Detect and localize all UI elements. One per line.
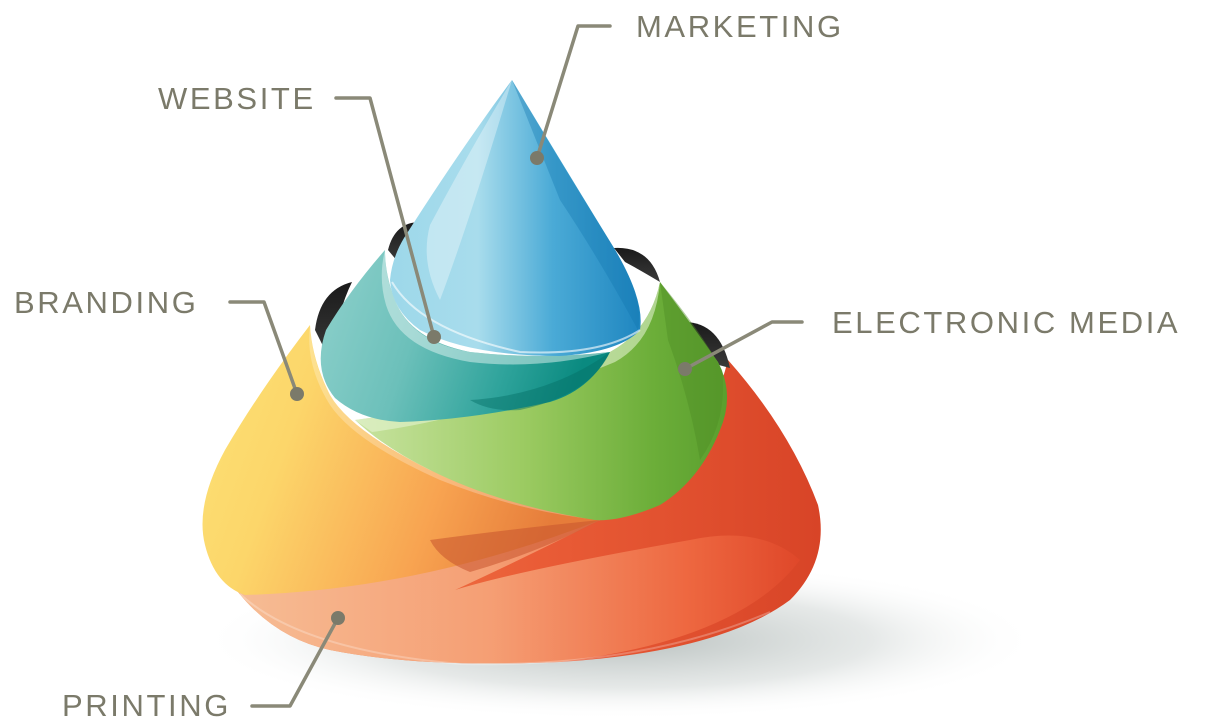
- label-marketing: MARKETING: [636, 9, 844, 44]
- leader-branding: [228, 300, 299, 396]
- dot-electronic-media: [678, 362, 692, 376]
- label-branding: BRANDING: [14, 285, 199, 320]
- segment-marketing: [390, 80, 641, 356]
- leader-electronic-media: [683, 320, 804, 371]
- dot-branding: [290, 387, 304, 401]
- label-electronic-media: ELECTRONIC MEDIA: [832, 305, 1181, 340]
- dot-website: [427, 330, 441, 344]
- label-website: WEBSITE: [158, 81, 316, 116]
- segment-website: [320, 250, 610, 422]
- segment-printing: [238, 360, 821, 666]
- leader-lines: [228, 24, 804, 708]
- cavity-top-right: [614, 247, 660, 282]
- leader-marketing: [535, 24, 612, 160]
- dot-printing: [331, 611, 345, 625]
- leader-dots: [290, 151, 692, 625]
- leader-website: [334, 96, 436, 339]
- dot-marketing: [530, 151, 544, 165]
- label-printing: PRINTING: [62, 688, 231, 723]
- leader-printing: [250, 616, 340, 708]
